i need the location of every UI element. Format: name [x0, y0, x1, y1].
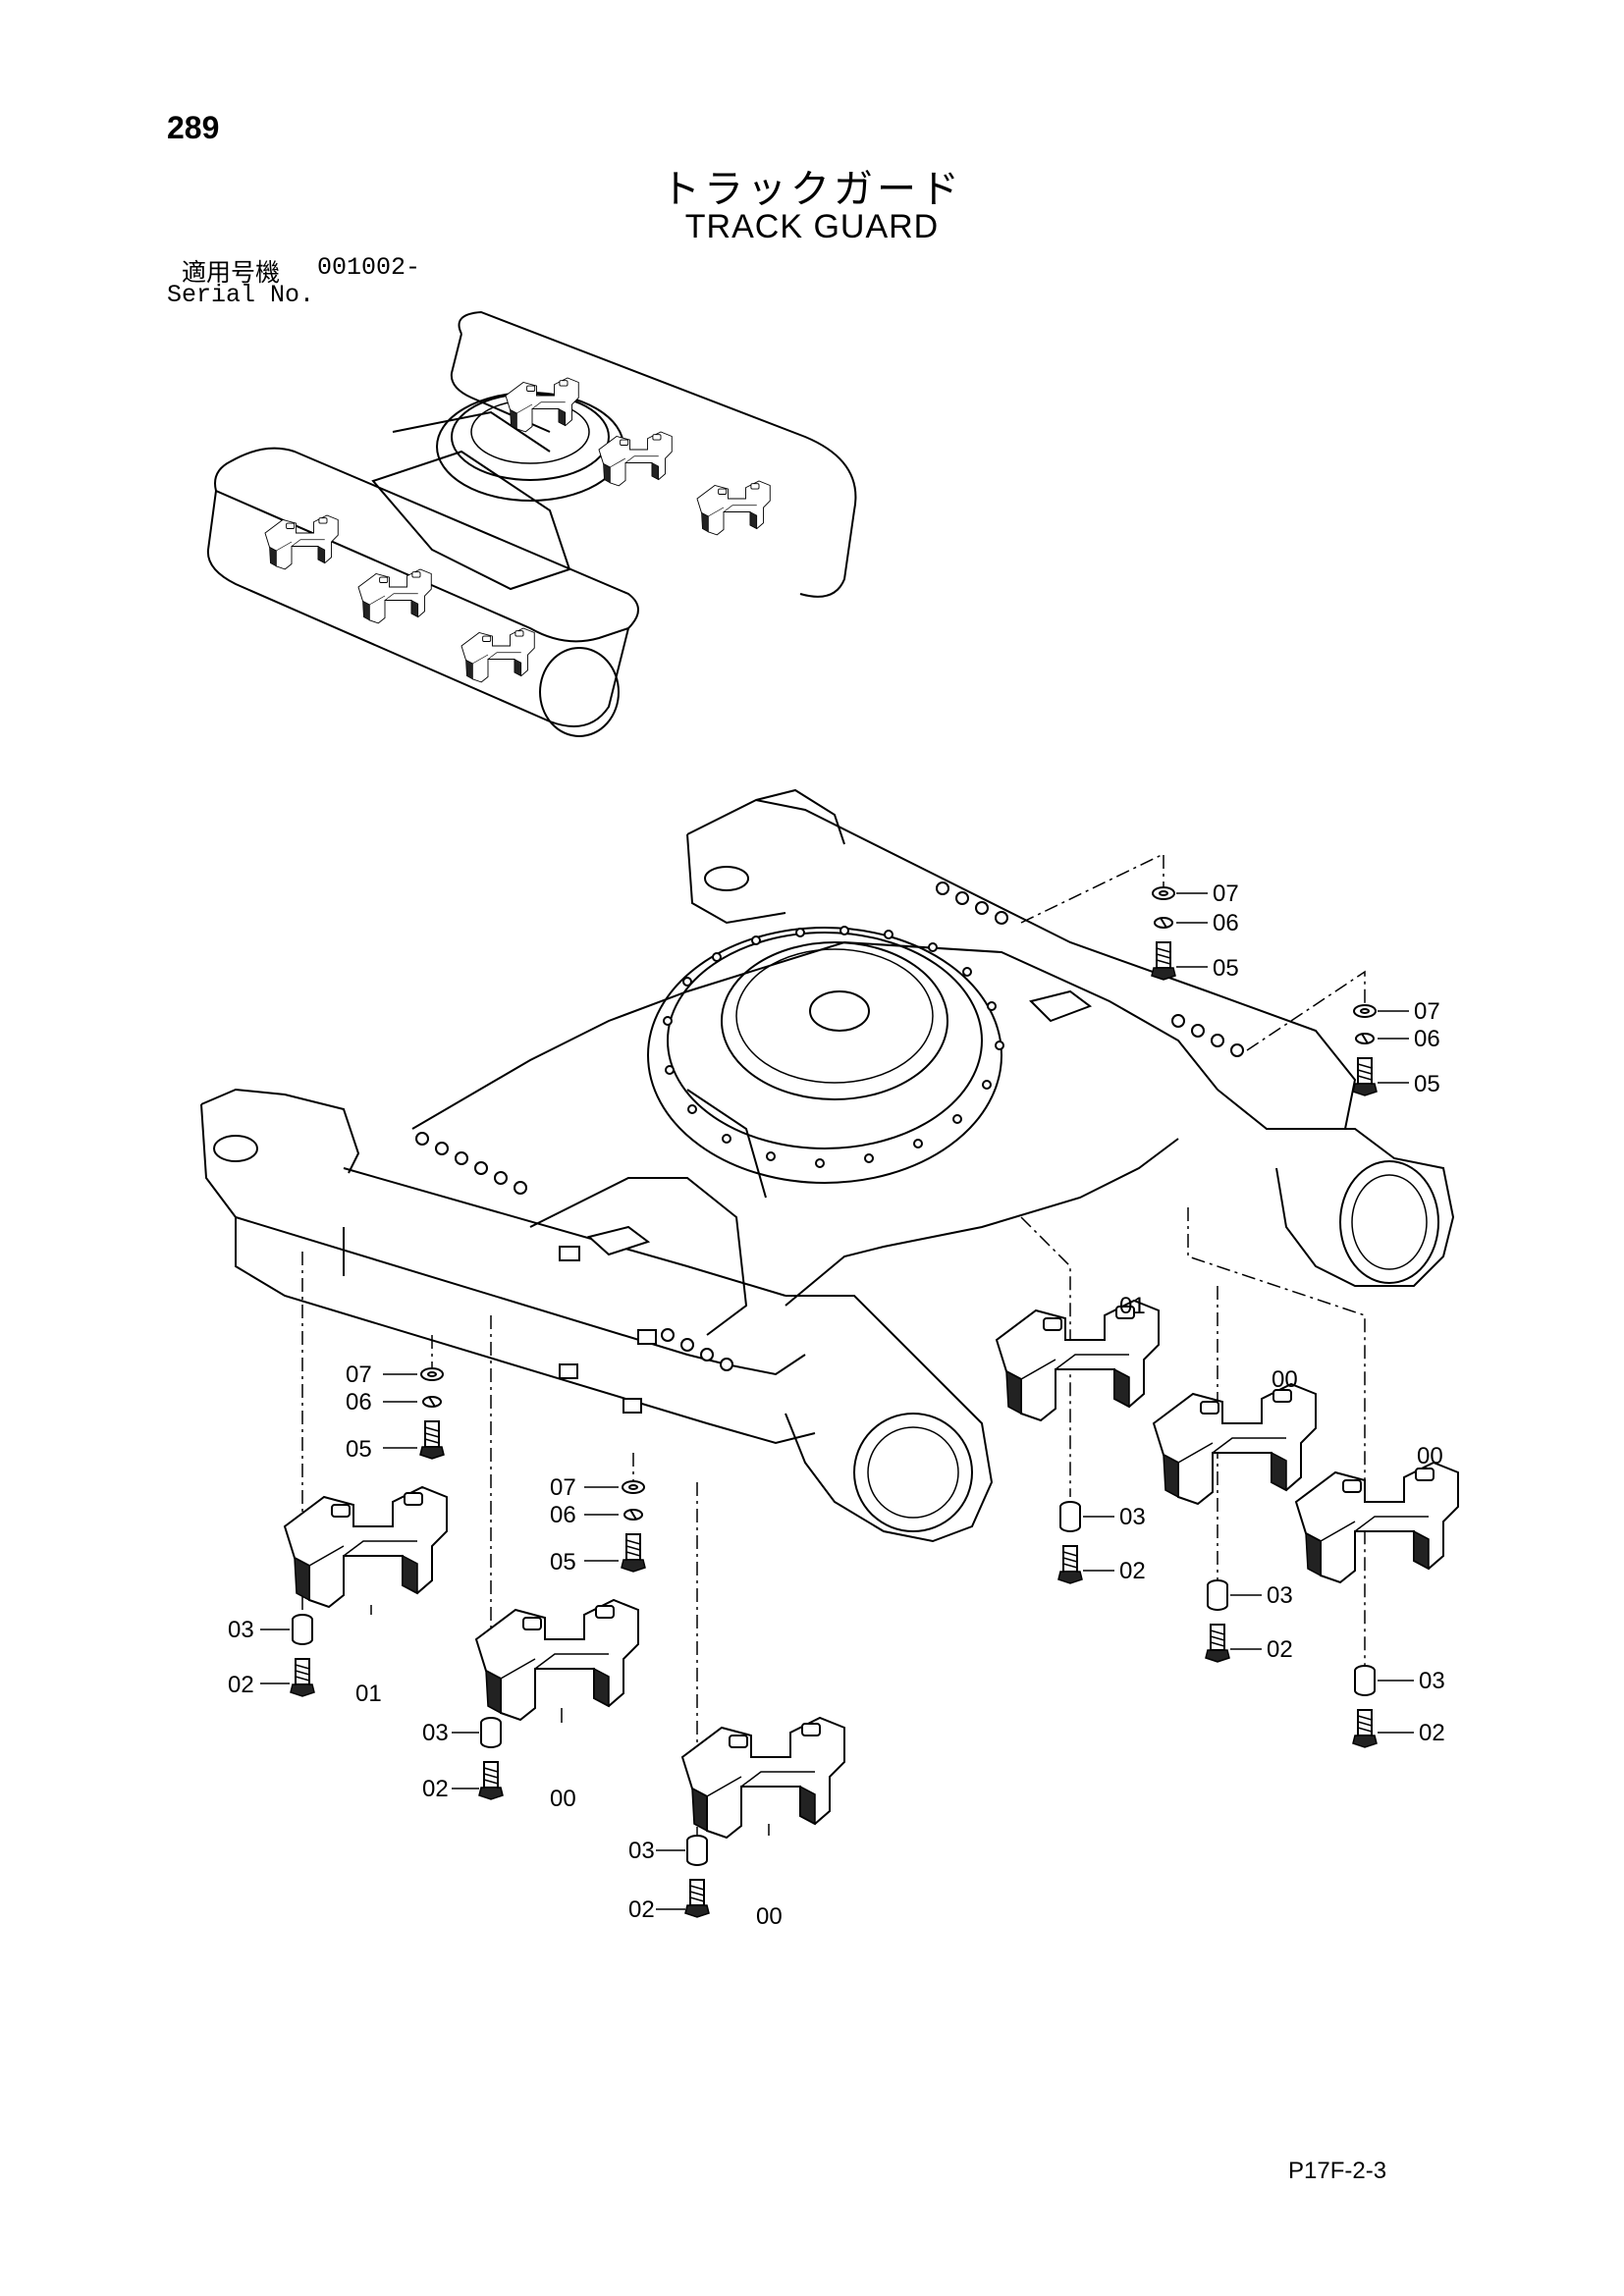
callout-labels: 07 06 05 07 06 05 07 06 05 07 06 05 03 0… — [228, 881, 1445, 1930]
title-english: TRACK GUARD — [684, 208, 940, 245]
spring-washer-06-a — [1154, 917, 1173, 929]
callout-02-f3: 02 — [628, 1896, 655, 1923]
callout-05-front-a: 05 — [346, 1436, 372, 1463]
callout-02-r1: 02 — [1119, 1558, 1146, 1584]
serial-label-japanese: 適用号機 — [182, 258, 281, 287]
callout-02-f1: 02 — [228, 1672, 254, 1698]
bolt-05-a — [1151, 941, 1176, 981]
callout-02-f2: 02 — [422, 1776, 449, 1802]
spring-washer-06-b — [1355, 1033, 1375, 1044]
track-guard-01-front — [284, 1486, 448, 1608]
callout-06-rear-b: 06 — [1414, 1026, 1440, 1052]
serial-value: 001002- — [317, 253, 421, 282]
callout-03-r3: 03 — [1419, 1668, 1445, 1694]
callout-02-r2: 02 — [1267, 1636, 1293, 1663]
callout-00-f2: 00 — [550, 1786, 576, 1812]
page-number: 289 — [167, 110, 220, 145]
title-japanese: トラックガード — [661, 167, 963, 212]
main-lower-frame-drawing — [200, 788, 1455, 1543]
callout-01-f1: 01 — [355, 1681, 382, 1707]
bolt-05-b — [1352, 1057, 1378, 1096]
serial-label-english: Serial No. — [167, 281, 315, 309]
callout-01-r1: 01 — [1119, 1293, 1146, 1319]
callout-06-rear-a: 06 — [1213, 910, 1239, 936]
callout-00-r2: 00 — [1272, 1366, 1298, 1393]
callout-03-f2: 03 — [422, 1720, 449, 1746]
track-guard-00-rear-b — [1295, 1462, 1459, 1583]
callout-07-rear-a: 07 — [1213, 881, 1239, 907]
callout-03-f1: 03 — [228, 1617, 254, 1643]
frame-bolt-clusters — [415, 881, 1244, 1371]
callout-05-rear-a: 05 — [1213, 955, 1239, 982]
spring-washer-06-c — [422, 1396, 442, 1408]
bolt-05-c — [419, 1420, 445, 1460]
bolt-05-d — [621, 1533, 646, 1573]
swing-circle-bolts — [663, 926, 1004, 1168]
callout-00-r3: 00 — [1417, 1443, 1443, 1469]
overview-undercarriage-drawing — [206, 310, 857, 737]
callout-03-r1: 03 — [1119, 1504, 1146, 1530]
callout-05-front-b: 05 — [550, 1549, 576, 1575]
callout-06-front-b: 06 — [550, 1502, 576, 1528]
callout-05-rear-b: 05 — [1414, 1071, 1440, 1097]
washer-07-b — [1353, 1004, 1377, 1018]
washer-07-a — [1152, 886, 1175, 900]
callout-07-front-a: 07 — [346, 1362, 372, 1388]
callout-03-f3: 03 — [628, 1838, 655, 1864]
track-guard-00-front-a — [475, 1599, 639, 1721]
callout-00-f3: 00 — [756, 1903, 783, 1930]
washer-07-c — [420, 1367, 444, 1381]
callout-07-rear-b: 07 — [1414, 998, 1440, 1025]
track-guard-00-front-b — [681, 1717, 845, 1839]
spring-washer-06-d — [623, 1509, 643, 1521]
footer-code: P17F-2-3 — [1288, 2158, 1387, 2184]
callout-02-r3: 02 — [1419, 1720, 1445, 1746]
callout-06-front-a: 06 — [346, 1389, 372, 1415]
track-guard-00-rear-a — [1153, 1383, 1317, 1505]
callout-07-front-b: 07 — [550, 1474, 576, 1501]
washer-07-d — [622, 1480, 645, 1494]
callout-03-r2: 03 — [1267, 1582, 1293, 1609]
